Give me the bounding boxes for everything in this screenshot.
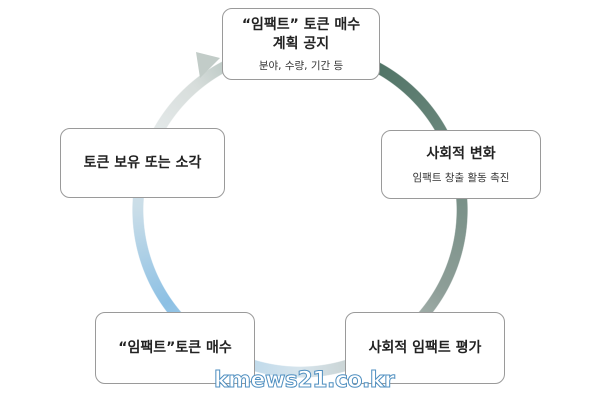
step-plan-announcement: “임팩트” 토큰 매수 계획 공지 분야, 수량, 기간 등 — [222, 8, 380, 80]
step-title: “임팩트”토큰 매수 — [118, 339, 232, 356]
step-social-change: 사회적 변화 임팩트 창출 활동 촉진 — [381, 130, 541, 199]
step-title: 사회적 변화 — [426, 145, 496, 162]
step-title: 토큰 보유 또는 소각 — [83, 154, 202, 171]
step-title: 사회적 임팩트 평가 — [368, 339, 482, 356]
watermark: kmews21.co.kr — [213, 368, 395, 394]
step-title-line2: 계획 공지 — [272, 35, 330, 52]
step-hold-or-burn: 토큰 보유 또는 소각 — [60, 128, 225, 198]
step-title: “임팩트” 토큰 매수 — [241, 16, 361, 33]
step-subtitle: 분야, 수량, 기간 등 — [258, 59, 344, 72]
step-token-purchase: “임팩트”토큰 매수 — [95, 312, 255, 384]
step-subtitle: 임팩트 창출 활동 촉진 — [412, 171, 510, 184]
step-impact-evaluation: 사회적 임팩트 평가 — [345, 312, 505, 384]
